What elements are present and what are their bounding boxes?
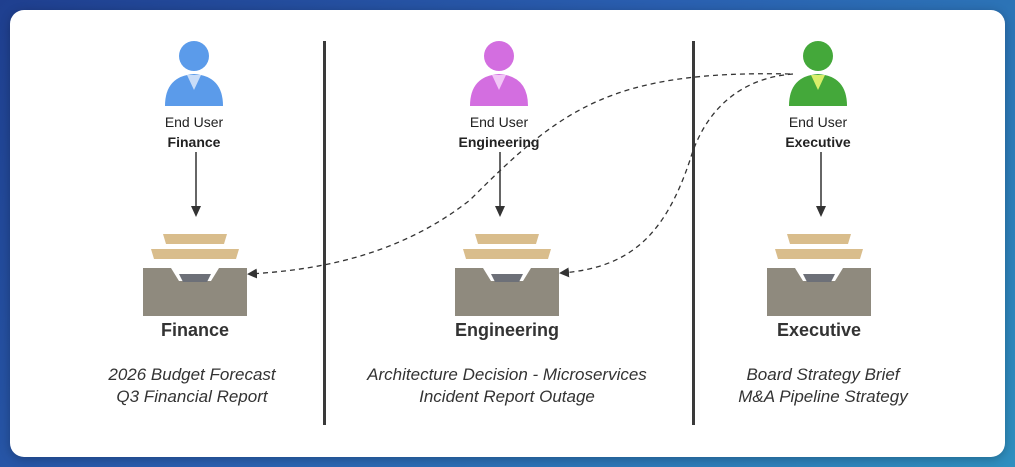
finance-user-role: Finance — [167, 134, 221, 150]
engineering-store-label: Engineering — [454, 320, 559, 340]
engineering-document-list: Architecture Decision - Microservices In… — [347, 364, 667, 408]
executive-user-title: End User — [788, 114, 848, 130]
executive-user-role: Executive — [785, 134, 851, 150]
executive-document-1: Board Strategy Brief — [746, 365, 900, 384]
finance-tray-icon — [143, 234, 247, 316]
executive-access-arrow — [816, 152, 826, 217]
engineering-tray-icon — [455, 234, 559, 316]
finance-person-icon — [165, 41, 223, 106]
finance-store-label: Finance — [160, 320, 230, 340]
executive-document-2: M&A Pipeline Strategy — [738, 387, 908, 406]
finance-document-2: Q3 Financial Report — [116, 387, 268, 406]
executive-to-engineering-link — [559, 73, 794, 278]
executive-store-label: Executive — [776, 320, 862, 340]
engineering-document-2: Incident Report Outage — [419, 387, 595, 406]
column-divider — [692, 41, 695, 425]
finance-user-label: End User Finance — [94, 112, 294, 152]
engineering-access-arrow — [495, 152, 505, 217]
finance-access-arrow — [191, 152, 201, 217]
engineering-user-title: End User — [469, 114, 529, 130]
executive-document-list: Board Strategy Brief M&A Pipeline Strate… — [663, 364, 983, 408]
finance-document-list: 2026 Budget Forecast Q3 Financial Report — [32, 364, 352, 408]
finance-document-1: 2026 Budget Forecast — [108, 365, 276, 384]
executive-tray-icon — [767, 234, 871, 316]
engineering-person-icon — [470, 41, 528, 106]
executive-to-finance-link — [247, 73, 791, 279]
engineering-user-label: End User Engineering — [399, 112, 599, 152]
engineering-user-role: Engineering — [458, 134, 540, 150]
finance-user-title: End User — [164, 114, 224, 130]
column-divider — [323, 41, 326, 425]
executive-user-label: End User Executive — [718, 112, 918, 152]
executive-person-icon — [789, 41, 847, 106]
engineering-document-1: Architecture Decision - Microservices — [367, 365, 647, 384]
